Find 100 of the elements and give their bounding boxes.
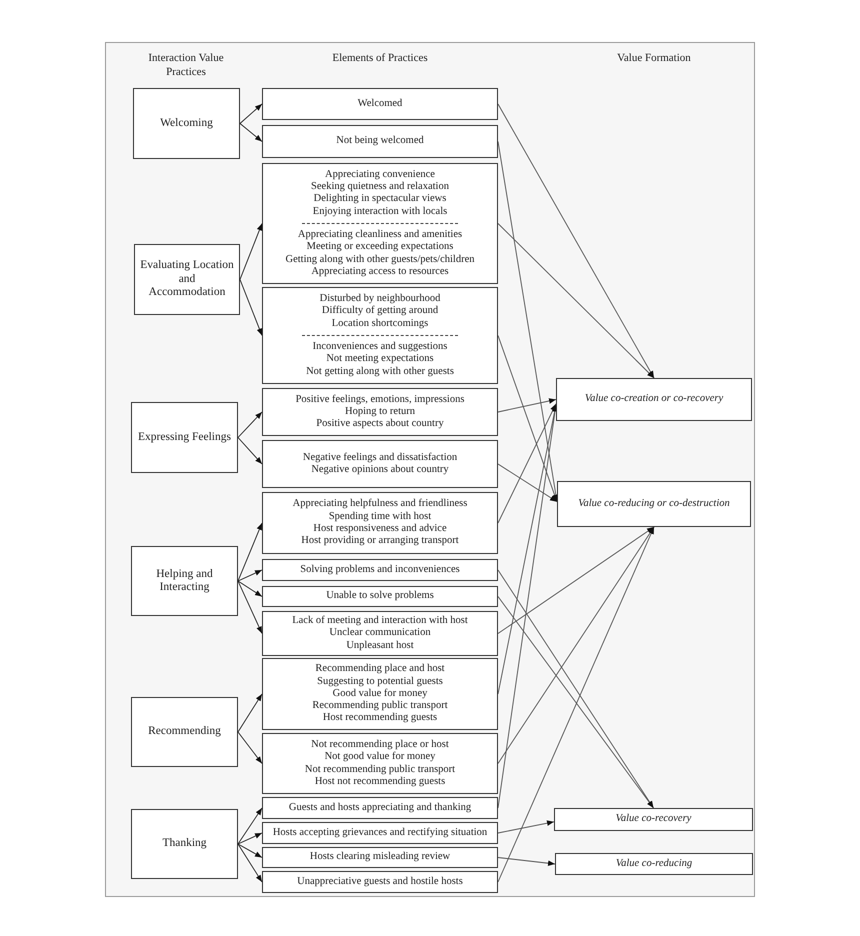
box-text: Not meeting expectations [326, 353, 434, 366]
box-text: Host not recommending guests [314, 776, 446, 788]
element-box [262, 440, 498, 488]
box-text: Appreciating convenience [325, 168, 435, 182]
arrow [238, 844, 262, 858]
box-text: Unappreciative guests and hostile hosts [297, 876, 463, 888]
element-box [262, 797, 498, 819]
column-heading: Elements of Practices [331, 51, 429, 65]
arrow [498, 398, 556, 412]
arrow [498, 820, 554, 834]
practice-box [133, 88, 240, 159]
arrow [238, 412, 262, 438]
element-box [262, 125, 498, 158]
element-box [262, 871, 498, 893]
arrow [498, 104, 654, 378]
element-box [262, 163, 498, 284]
practice-box [134, 244, 240, 315]
element-box [262, 492, 498, 554]
arrow [238, 437, 262, 464]
element-box [262, 658, 498, 730]
arrow [240, 104, 262, 124]
arrow [498, 335, 558, 502]
box-text: Inconveniences and suggestions [312, 341, 448, 354]
box-text: Welcoming [159, 116, 214, 130]
element-box [262, 733, 498, 794]
box-text: Welcomed [358, 98, 402, 110]
practice-box [131, 402, 238, 473]
outcome-box [556, 378, 752, 421]
arrow [498, 526, 654, 634]
practice-box [131, 546, 238, 616]
element-box [262, 559, 498, 581]
element-box [262, 388, 498, 436]
box-text: Value co-reducing or co-destruction [578, 498, 730, 510]
outcome-box [554, 808, 753, 831]
box-text: Disturbed by neighbourhood [320, 293, 440, 306]
arrow [240, 279, 262, 336]
box-text: Appreciating cleanliness and amenities [298, 229, 462, 242]
element-box [262, 88, 498, 120]
box-text: Unclear communication [329, 627, 431, 640]
arrow [238, 522, 262, 582]
column-heading: Value Formation [616, 51, 692, 65]
arrow [238, 580, 262, 634]
outcome-box [557, 481, 751, 527]
element-box [262, 287, 498, 384]
box-text: Value co-creation or co-recovery [584, 393, 724, 406]
arrow [238, 570, 262, 582]
box-text: Value co-reducing [616, 858, 692, 870]
box-text: Recommending place and host [315, 663, 445, 676]
box-text: Spending time with host [328, 510, 432, 523]
box-text: Not good value for money [324, 751, 436, 764]
box-text: Appreciating access to resources [311, 266, 449, 278]
box-text: Helping and Interacting [155, 568, 214, 594]
outcome-box [555, 853, 753, 875]
box-text: Negative opinions about country [311, 464, 449, 476]
arrow [498, 403, 556, 524]
box-text: Suggesting to potential guests [317, 676, 443, 688]
box-text: Positive aspects about country [316, 418, 444, 430]
arrow [238, 808, 262, 844]
box-text: Not recommending place or host [311, 738, 449, 752]
box-text: Host providing or arranging transport [301, 535, 459, 548]
arrow [238, 732, 262, 764]
box-text: Host recommending guests [322, 712, 438, 725]
arrow [238, 580, 262, 597]
box-text: Unpleasant host [346, 640, 414, 652]
box-text: Difficulty of getting around [322, 305, 438, 318]
box-text: Negative feelings and dissatisfaction [302, 452, 458, 464]
element-box [262, 586, 498, 607]
box-text: Recommending public transport [312, 700, 448, 712]
element-box [262, 847, 498, 868]
box-text: Hoping to return [345, 406, 415, 418]
arrow [238, 694, 262, 732]
arrow [498, 223, 654, 378]
box-text: Meeting or exceeding expectations [306, 241, 454, 254]
box-text: Host responsiveness and advice [313, 523, 447, 536]
box-text: Lack of meeting and interaction with host [292, 615, 468, 628]
element-box [262, 822, 498, 844]
box-text: Hosts accepting grievances and rectifying situation [272, 826, 488, 840]
box-text: Not getting along with other guests [306, 366, 454, 378]
arrow [498, 464, 558, 502]
box-text: Recommending [147, 725, 222, 739]
arrow [498, 857, 556, 866]
box-text: Not being welcomed [336, 135, 424, 148]
box-text: Solving problems and inconveniences [300, 564, 460, 576]
practice-box [131, 809, 238, 879]
box-text: Positive feelings, emotions, impressions [296, 394, 464, 406]
box-text: Expressing Feelings [137, 430, 232, 444]
box-text: Appreciating helpfulness and friendliness [292, 498, 468, 511]
box-text: Evaluating Location and Accommodation [140, 259, 234, 300]
box-text: Getting along with other guests/pets/children [286, 254, 474, 266]
element-box [262, 611, 498, 656]
arrow [498, 404, 558, 694]
box-text: Value co-recovery [616, 813, 692, 826]
box-text: Unable to solve problems [326, 590, 434, 603]
arrow [238, 832, 262, 844]
box-text: Enjoying interaction with locals [312, 206, 448, 218]
box-text: Hosts clearing misleading review [310, 851, 450, 864]
arrow [498, 526, 654, 764]
box-text: Guests and hosts appreciating and thanking [288, 802, 472, 814]
box-text: Delighting in spectacular views [314, 193, 446, 206]
box-text: Location shortcomings [332, 318, 428, 330]
